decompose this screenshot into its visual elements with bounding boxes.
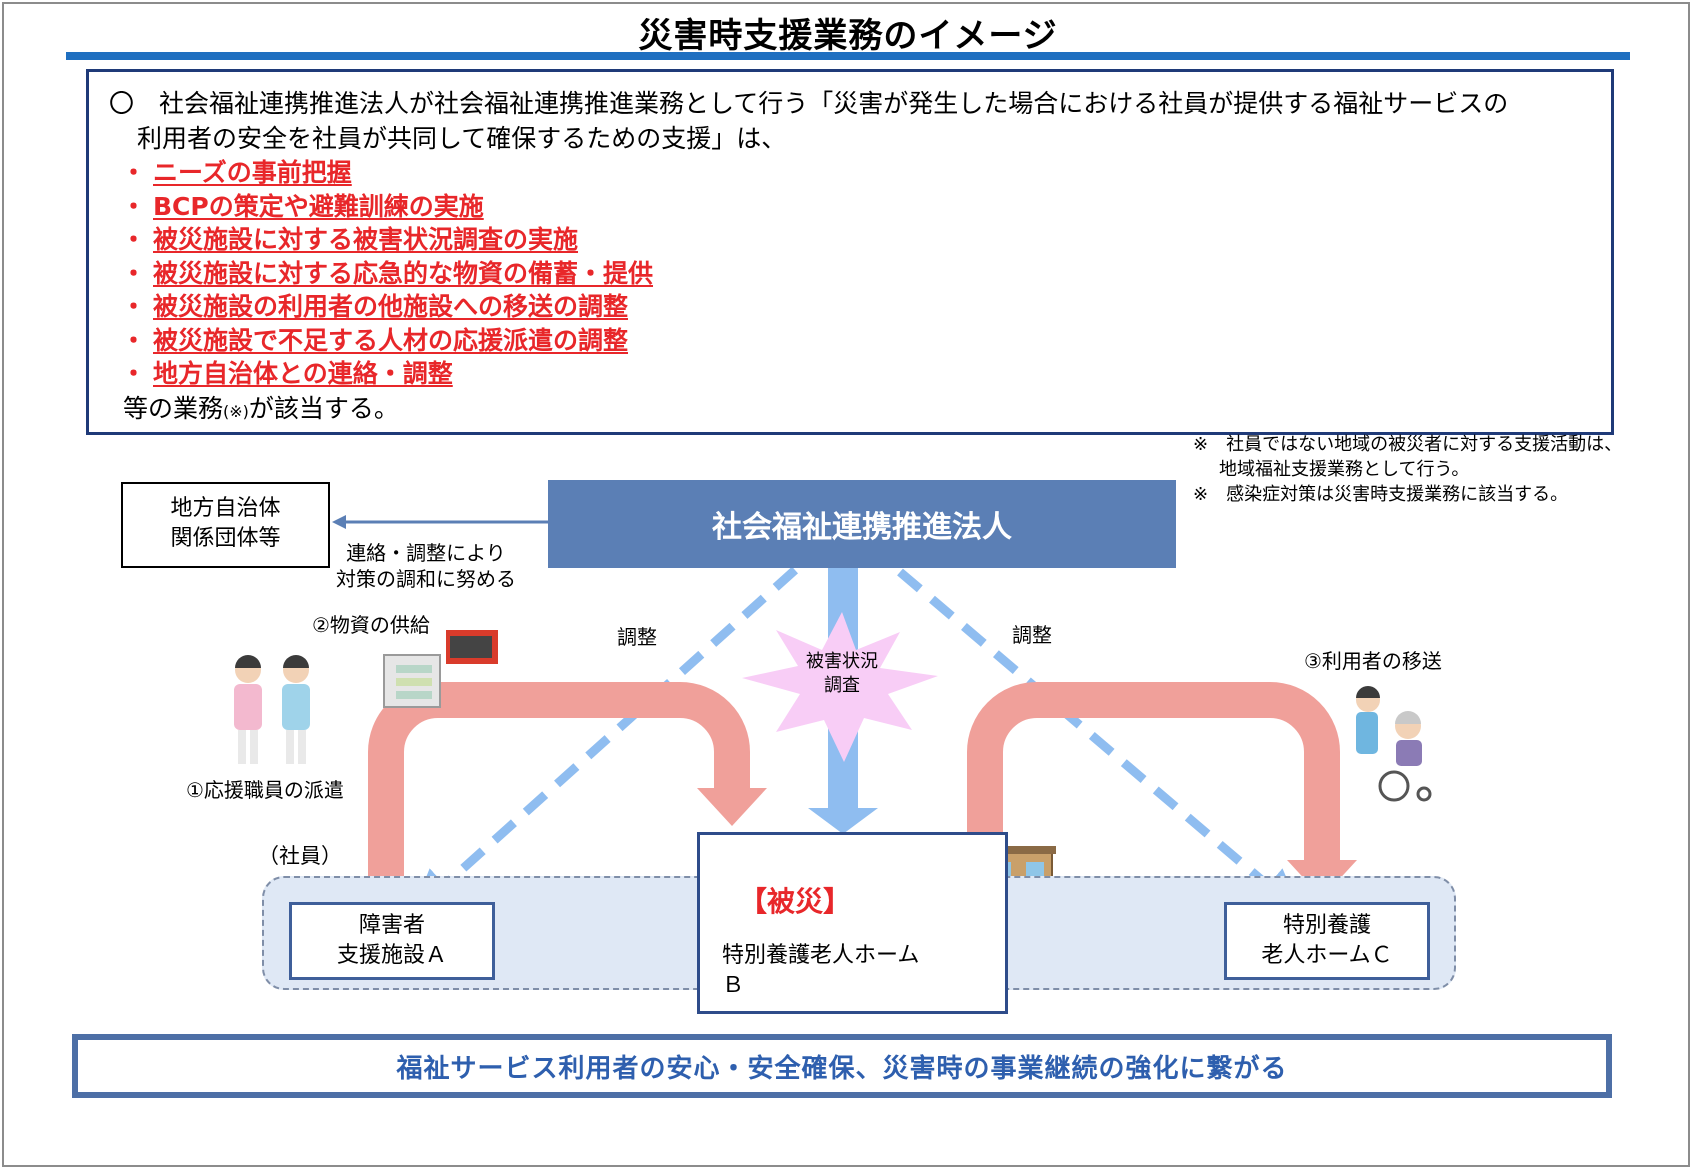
local-government-box: 地方自治体 関係団体等	[121, 482, 330, 568]
social-welfare-corporation-box: 社会福祉連携推進法人	[548, 480, 1176, 568]
footnote: ※ 感染症対策は災害時支援業務に該当する。	[1193, 484, 1569, 505]
footnote: ※ 社員ではない地域の被災者に対する支援活動は、地域福祉支援業務として行う。	[1193, 434, 1623, 480]
dispatch-label: ①応援職員の派遣	[186, 778, 344, 802]
disaster-status-label: 【被災】	[738, 885, 851, 918]
intro-box: 〇 社会福祉連携推進法人が社会福祉連携推進業務として行う「災害が発生した場合にお…	[86, 69, 1614, 435]
dispatch-arrow	[368, 682, 750, 902]
support-task-item: ・地方自治体との連絡・調整	[121, 359, 453, 388]
wheelchair-transfer-illustration	[1356, 686, 1432, 802]
outcome-banner: 福祉サービス利用者の安心・安全確保、災害時の事業継続の強化に繋がる	[72, 1034, 1612, 1098]
damage-survey-burst	[742, 612, 938, 762]
damage-survey-label: 被害状況 調査	[806, 651, 878, 696]
transfer-arrow	[967, 682, 1340, 862]
outcome-banner-text: 福祉サービス利用者の安心・安全確保、災害時の事業継続の強化に繋がる	[78, 1040, 1606, 1092]
support-task-list: ・ニーズの事前把握 ・BCPの策定や避難訓練の実施 ・被災施設に対する被害状況調…	[121, 156, 653, 391]
survey-arrow-head	[808, 808, 878, 834]
facility-c-box: 特別養護 老人ホームＣ	[1224, 902, 1430, 980]
intro-lead-line2: 利用者の安全を社員が共同して確保するための支援」は、	[137, 124, 787, 153]
adjust-label-right: 調整	[1012, 623, 1052, 647]
intro-lead-line1: 〇 社会福祉連携推進法人が社会福祉連携推進業務として行う「災害が発生した場合にお…	[109, 89, 1509, 118]
supply-label: ②物資の供給	[312, 613, 430, 637]
support-task-item: ・BCPの策定や避難訓練の実施	[121, 191, 484, 221]
supplies-illustration	[383, 630, 498, 708]
support-task-item: ・被災施設の利用者の他施設への移送の調整	[121, 292, 629, 321]
footnotes: ※ 社員ではない地域の被災者に対する支援活動は、地域福祉支援業務として行う。 ※…	[1193, 432, 1623, 507]
support-task-item: ・被災施設に対する被害状況調査の実施	[121, 225, 579, 254]
adjust-arrow-right	[897, 568, 1303, 915]
adjust-label-left: 調整	[617, 625, 657, 649]
dispatch-arrow-head	[697, 788, 767, 826]
page-title: 災害時支援業務のイメージ	[638, 16, 1058, 56]
liaison-label: 連絡・調整により 対策の調和に努める	[336, 541, 516, 591]
intro-lead: 〇 社会福祉連携推進法人が社会福祉連携推進業務として行う「災害が発生した場合にお…	[109, 86, 1599, 156]
intro-closing: 等の業務(※)が該当する。	[123, 394, 399, 423]
members-label: （社員）	[258, 844, 342, 868]
facility-b-box: 【被災】 特別養護老人ホームＢ	[697, 832, 1008, 1014]
staff-illustration	[234, 655, 310, 764]
support-task-item: ・被災施設で不足する人材の応援派遣の調整	[121, 325, 629, 355]
title-underline	[66, 52, 1630, 60]
liaison-arrow-head	[332, 515, 346, 529]
facility-b-name: 特別養護老人ホームＢ	[722, 943, 920, 998]
facility-a-box: 障害者 支援施設Ａ	[289, 902, 495, 980]
support-task-item: ・ニーズの事前把握	[121, 158, 352, 187]
support-task-item: ・被災施設に対する応急的な物資の備蓄・提供	[121, 258, 654, 288]
transfer-label: ③利用者の移送	[1304, 649, 1442, 673]
